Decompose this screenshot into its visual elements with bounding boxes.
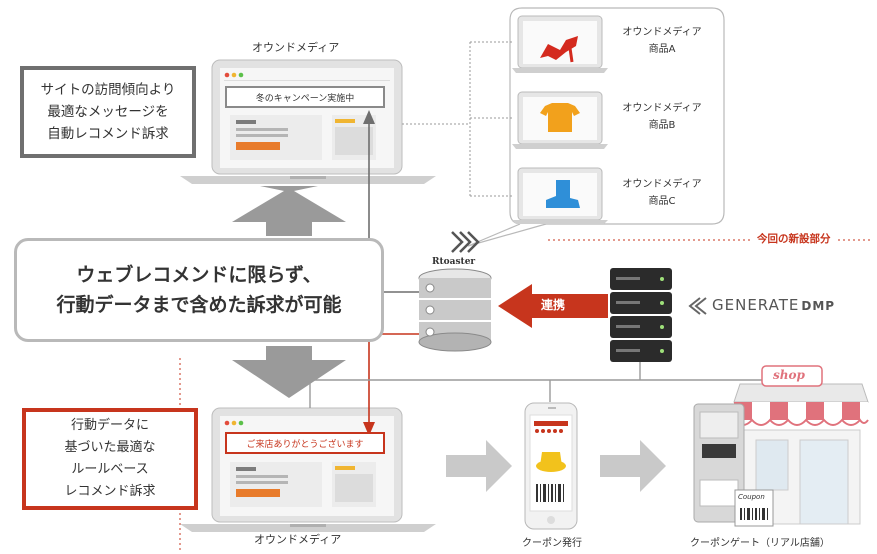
generate-dmp-logo-icon (688, 297, 707, 315)
product-c-label: オウンドメディア 商品C (622, 179, 702, 207)
rtoaster-logo: Rtoaster (432, 257, 476, 267)
generate-dmp-suffix: DMP (801, 299, 836, 313)
gray-arrow-down (232, 346, 346, 398)
dmp-server (610, 268, 672, 362)
left-box-bottom: 行動データに 基づいた最適な ルールベース レコメンド訴求 (22, 408, 198, 510)
dotted-connectors (402, 41, 512, 197)
bubble-pointer (467, 223, 547, 247)
coupon-issue-label: クーポン発行 (522, 538, 582, 549)
coupon-gate-label: クーポンゲート（リアル店舗） (690, 538, 830, 549)
gray-arrow-right-2 (600, 440, 666, 492)
dmp-distribution-lines (309, 362, 791, 408)
owned-media-top-label: オウンドメディア (252, 41, 340, 54)
mini-laptop-c (512, 167, 608, 224)
product-b-label: オウンドメディア 商品B (622, 103, 702, 131)
center-bubble: ウェブレコメンドに限らず、 行動データまで含めた訴求が可能 (14, 238, 384, 342)
top-screen-banner: 冬のキャンペーン実施中 (225, 86, 385, 108)
rtoaster-to-top-arrowhead (363, 110, 375, 124)
mini-laptop-b (512, 91, 608, 149)
coupon-ticket-text: Coupon (738, 493, 765, 501)
rtoaster-to-bottom-arrowhead (363, 422, 375, 436)
laptop-bottom (180, 407, 436, 532)
smartphone-coupon (524, 402, 578, 530)
laptop-top (180, 59, 436, 184)
shop-storefront (733, 365, 869, 525)
gray-arrow-right-1 (446, 440, 512, 492)
left-box-top: サイトの訪問傾向より 最適なメッセージを 自動レコメンド訴求 (20, 66, 196, 158)
link-arrow (498, 284, 608, 328)
gray-arrow-up (232, 186, 346, 236)
shop-sign: shop (773, 368, 805, 382)
new-section-label: 今回の新設部分 (753, 234, 835, 245)
link-arrow-label: 連携 (541, 298, 566, 312)
generate-dmp-main: GENERATE (712, 296, 800, 314)
mini-laptop-a (512, 15, 608, 73)
bottom-screen-banner: ご来店ありがとうございます (225, 432, 385, 454)
product-a-label: オウンドメディア 商品A (622, 27, 702, 55)
coupon-gate-terminal (693, 403, 774, 527)
rtoaster-server (418, 231, 492, 352)
owned-media-bottom-label: オウンドメディア (254, 533, 342, 546)
